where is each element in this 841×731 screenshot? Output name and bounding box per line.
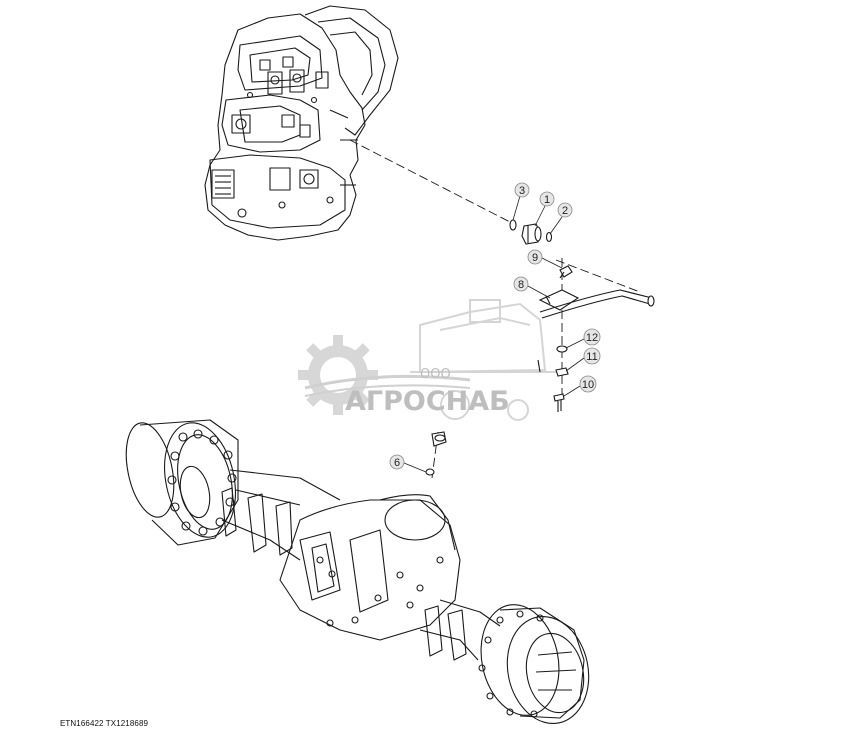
bolt-part-10 [553, 393, 565, 412]
pin [537, 359, 541, 373]
svg-text:6: 6 [394, 457, 400, 469]
callout-12: 12 [565, 328, 601, 349]
svg-text:8: 8 [518, 279, 524, 291]
clamp-part-8 [538, 289, 580, 311]
callout-1: 1 [534, 191, 555, 227]
callout-8: 8 [513, 276, 551, 299]
svg-text:10: 10 [582, 379, 594, 391]
watermark-name: АГРОСНАБ [345, 386, 510, 417]
svg-text:9: 9 [532, 252, 538, 264]
cap-screw-part-9 [559, 265, 573, 279]
svg-text:1: 1 [544, 194, 550, 206]
svg-text:11: 11 [586, 351, 597, 363]
figure-reference-code: ETN166422 TX1218689 [60, 719, 149, 728]
callout-3: 3 [512, 182, 530, 221]
gear-icon [298, 335, 378, 415]
callout-6: 6 [389, 454, 427, 473]
o-ring-part-3 [509, 219, 517, 231]
harvester-icon [410, 299, 560, 421]
watermark-logo: ООО АГРОСНАБ [298, 299, 560, 421]
o-ring-part-2 [545, 231, 553, 243]
washer-part-12 [556, 345, 568, 353]
callout-markers: 3 1 2 9 8 12 11 [389, 182, 601, 473]
o-ring-part-6 [425, 468, 435, 476]
fittings-group [425, 219, 655, 476]
callout-10: 10 [563, 375, 597, 397]
svg-text:12: 12 [586, 332, 598, 344]
breather-fitting [431, 431, 447, 447]
callout-9: 9 [527, 249, 563, 269]
svg-text:2: 2 [562, 205, 568, 217]
axle-assembly [125, 419, 590, 725]
callout-11: 11 [565, 347, 601, 372]
hydraulic-tube [539, 289, 655, 319]
nut-part-11 [555, 367, 569, 377]
watermark-prefix: ООО [420, 367, 451, 382]
adapter-fitting-part-1 [521, 223, 542, 245]
callout-2: 2 [549, 202, 573, 235]
transmission-assembly [204, 5, 399, 241]
svg-text:3: 3 [519, 185, 525, 197]
